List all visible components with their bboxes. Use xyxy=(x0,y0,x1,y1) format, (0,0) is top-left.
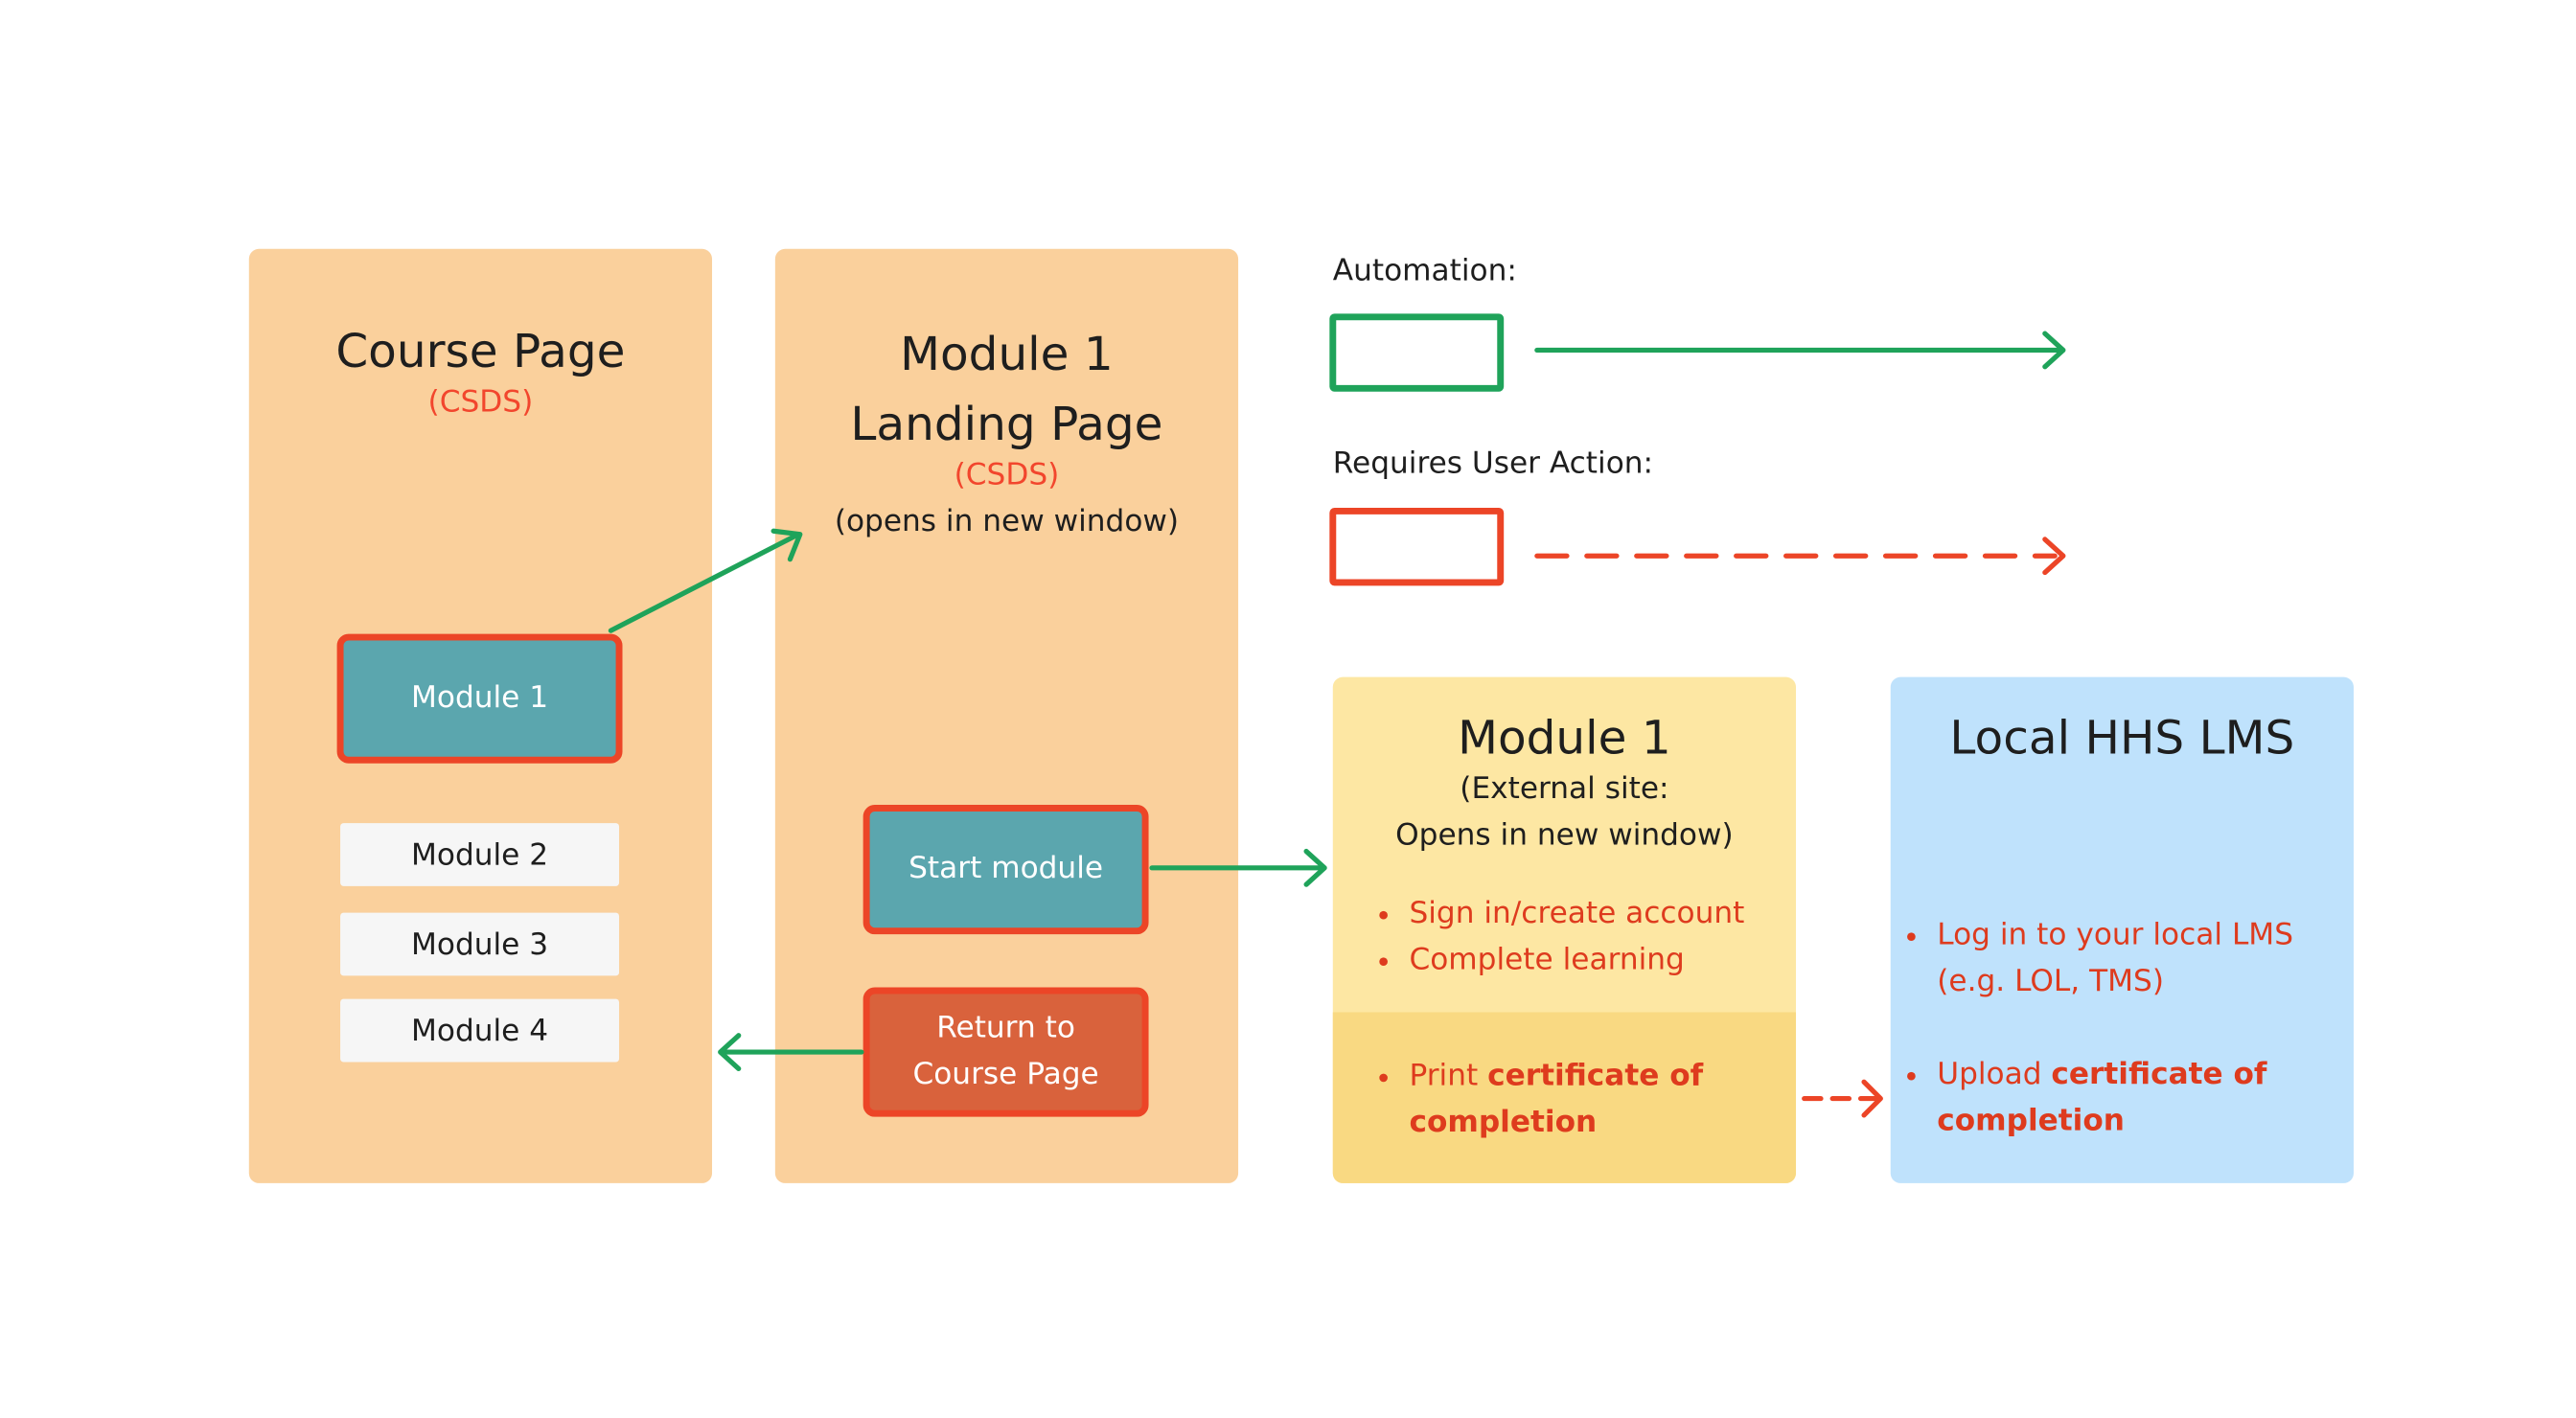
legend-automation-label: Automation: xyxy=(1332,253,1517,289)
landing-page-title-line2: Landing Page xyxy=(850,396,1163,452)
step-log-in-lms: Log in to your local LMS (e.g. LOL, TMS) xyxy=(1907,913,2342,1006)
start-to-external-arrow xyxy=(1149,848,1327,887)
local-lms-panel xyxy=(1890,676,2354,1183)
upload-bold-2: completion xyxy=(1937,1103,2125,1139)
module-3-item[interactable]: Module 3 xyxy=(340,912,620,976)
start-module-button-label: Start module xyxy=(908,851,1104,886)
external-module-steps: Sign in/create account Complete learning xyxy=(1379,891,1778,984)
landing-page-title-line1: Module 1 xyxy=(900,327,1114,382)
return-button-label-line2: Course Page xyxy=(912,1057,1099,1092)
local-lms-upload-step: Upload certificate of completion xyxy=(1907,1052,2342,1145)
external-module-note-line2: Opens in new window) xyxy=(1395,817,1734,854)
course-page-subtitle: (CSDS) xyxy=(427,384,534,421)
print-bold-1: certificate of xyxy=(1487,1059,1704,1094)
landing-page-note: (opens in new window) xyxy=(834,504,1180,539)
local-lms-title: Local HHS LMS xyxy=(1949,710,2295,766)
upload-prefix: Upload xyxy=(1937,1057,2052,1092)
step-upload-certificate: Upload certificate of completion xyxy=(1907,1052,2342,1145)
legend-user-action-arrow xyxy=(1534,537,2066,576)
external-module-certificate-section xyxy=(1332,1012,1797,1183)
return-button-label-line1: Return to xyxy=(936,1010,1075,1046)
external-module-note-line1: (External site: xyxy=(1460,771,1669,807)
module-2-item[interactable]: Module 2 xyxy=(340,823,620,886)
legend-automation-arrow xyxy=(1534,331,2066,370)
print-prefix: Print xyxy=(1409,1059,1488,1094)
module-4-item[interactable]: Module 4 xyxy=(340,998,620,1063)
legend-user-action-box xyxy=(1329,507,1505,586)
step-sign-in: Sign in/create account xyxy=(1379,891,1778,937)
module-1-button[interactable]: Module 1 xyxy=(336,633,623,764)
return-to-course-page-button[interactable]: Return to Course Page xyxy=(862,987,1149,1117)
landing-page-subtitle: (CSDS) xyxy=(954,458,1060,493)
upload-bold-1: certificate of xyxy=(2051,1057,2267,1092)
print-bold-2: completion xyxy=(1409,1105,1598,1140)
local-lms-login-step: Log in to your local LMS (e.g. LOL, TMS) xyxy=(1907,913,2342,1006)
return-to-course-arrow xyxy=(718,1033,864,1072)
legend-automation-box xyxy=(1329,313,1505,392)
external-module-print-step: Print certificate of completion xyxy=(1379,1054,1778,1147)
certificate-to-lms-arrow xyxy=(1802,1079,1883,1118)
start-module-button[interactable]: Start module xyxy=(862,805,1149,935)
course-page-title: Course Page xyxy=(335,323,626,378)
login-line1: Log in to your local LMS xyxy=(1937,917,2294,953)
module-to-landing-arrow xyxy=(608,528,803,633)
legend-user-action-label: Requires User Action: xyxy=(1332,446,1654,482)
external-module-title: Module 1 xyxy=(1458,710,1671,766)
step-complete-learning: Complete learning xyxy=(1379,938,1778,984)
module-1-button-label: Module 1 xyxy=(410,680,549,716)
login-line2: (e.g. LOL, TMS) xyxy=(1937,964,2164,999)
step-print-certificate: Print certificate of completion xyxy=(1379,1054,1778,1147)
